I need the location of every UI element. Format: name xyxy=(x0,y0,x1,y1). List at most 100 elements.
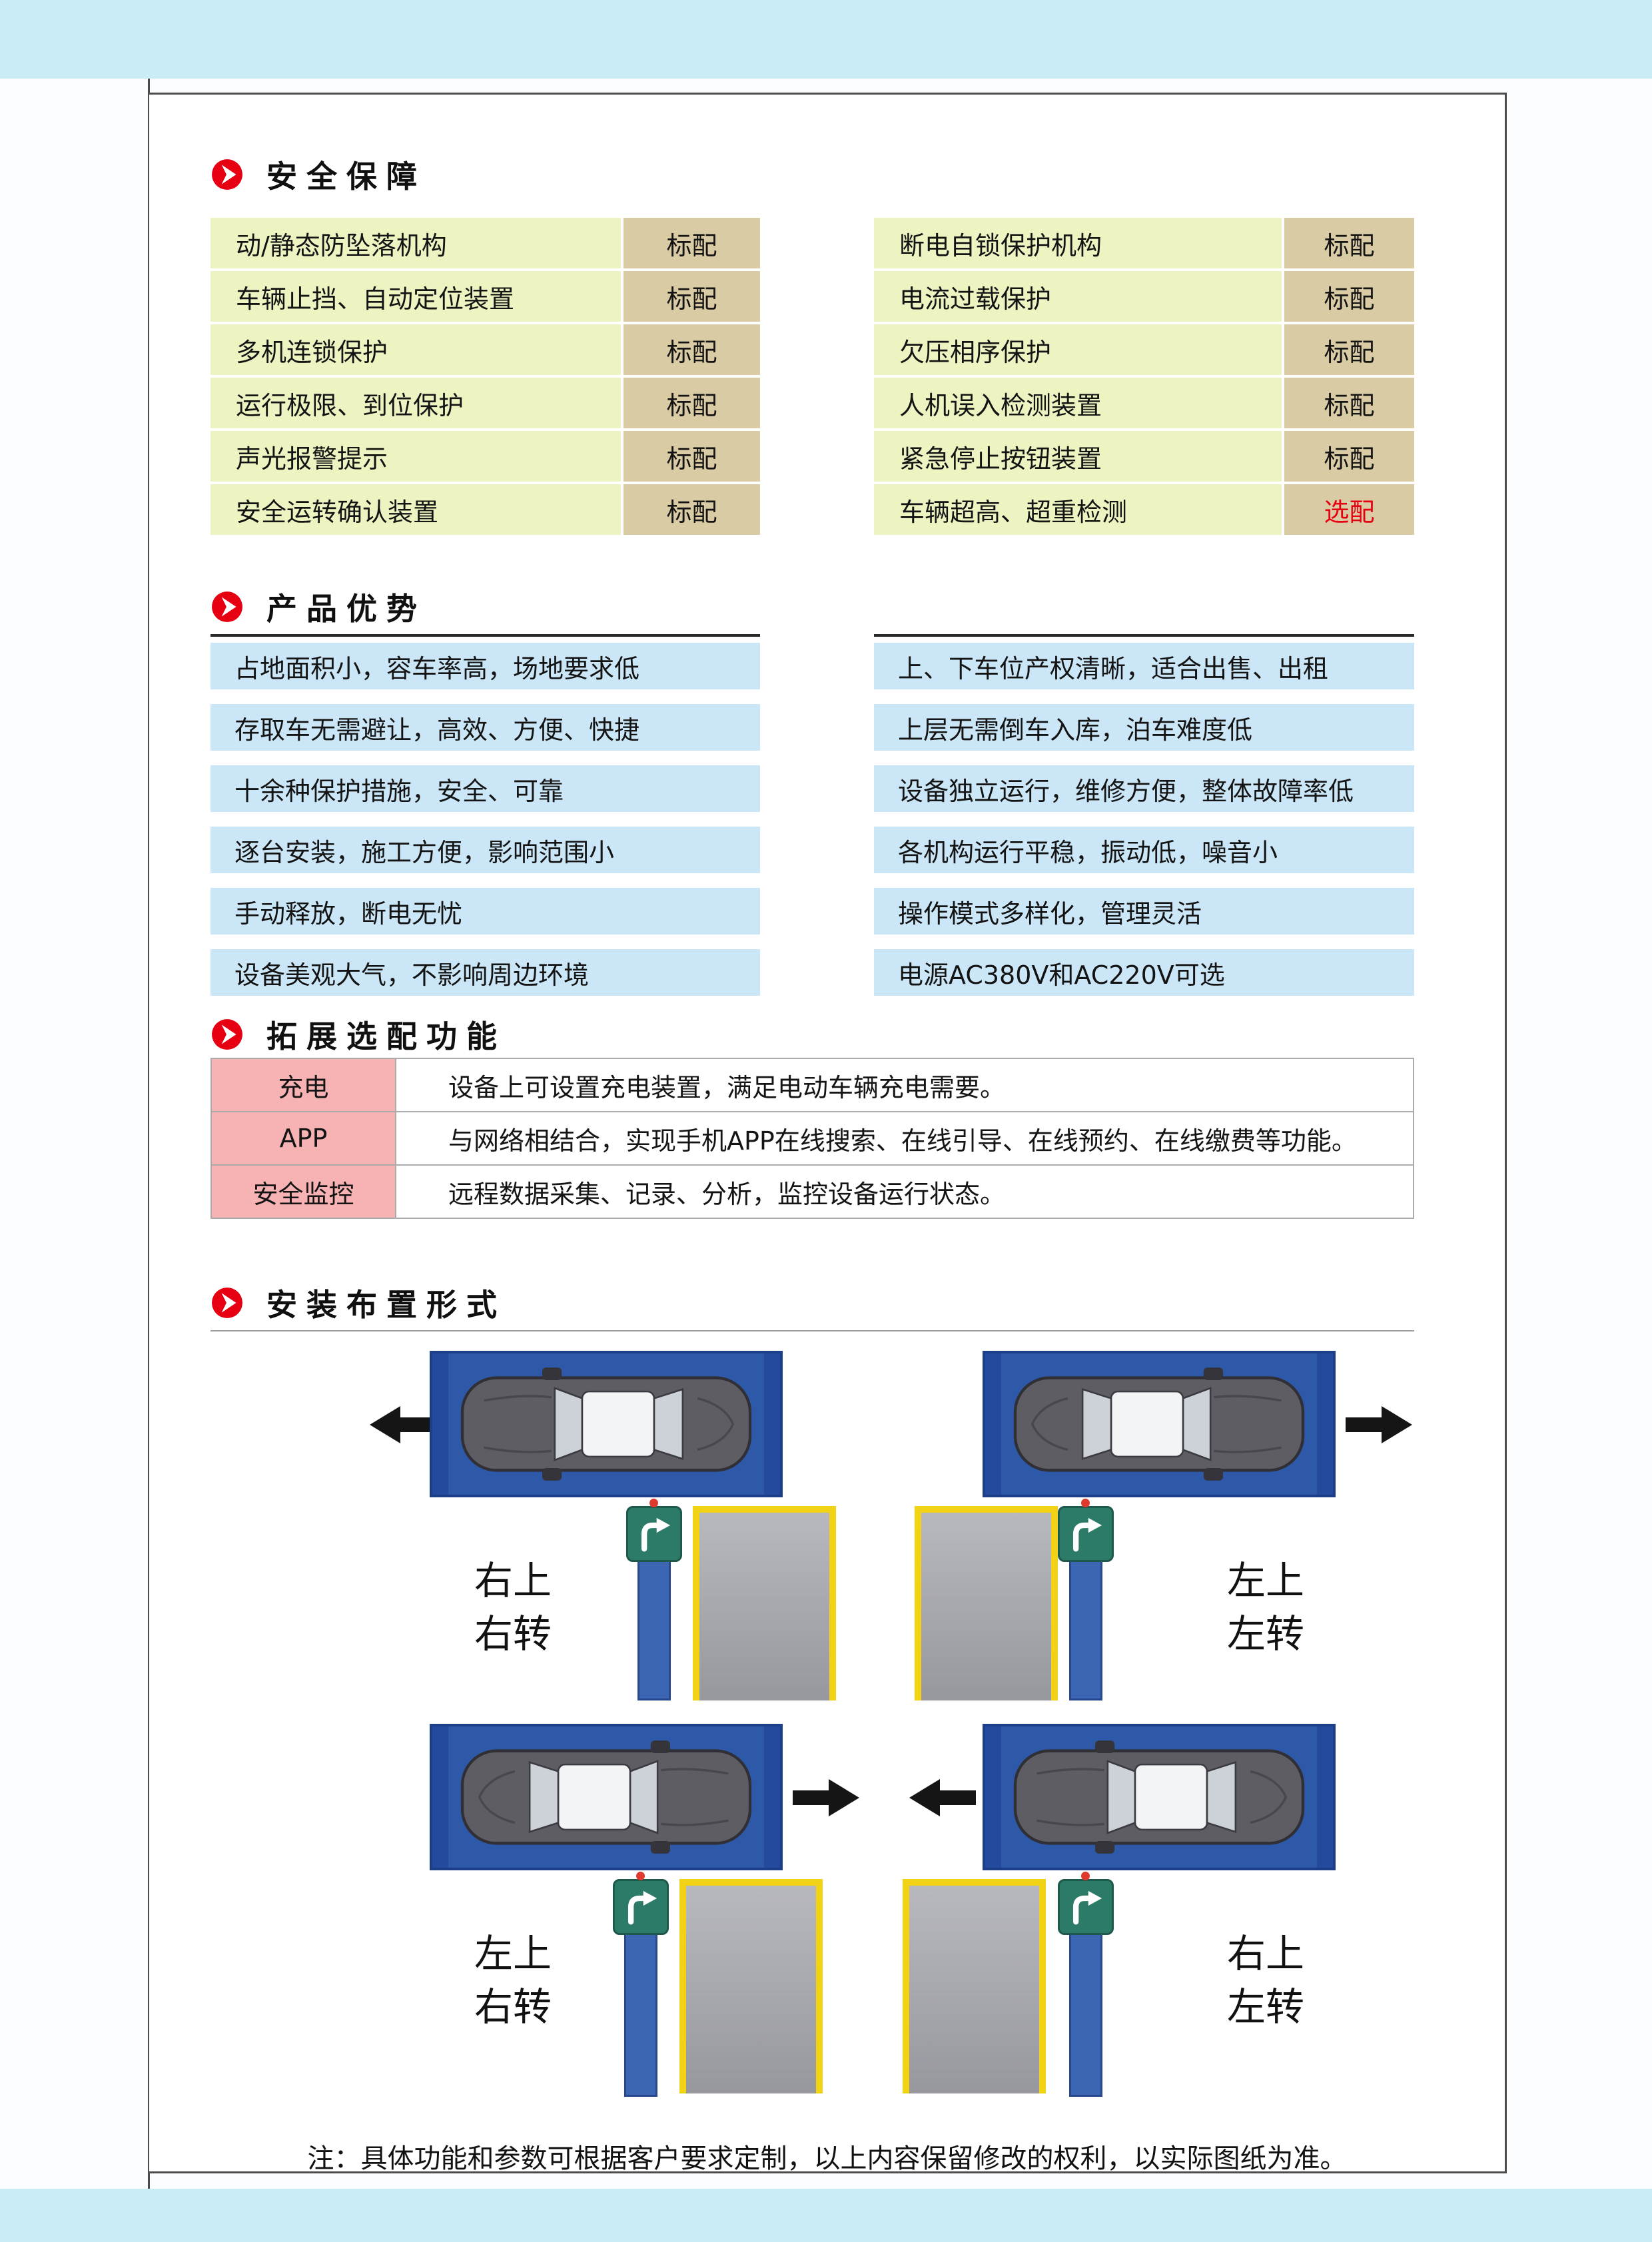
diagram-label-line1: 右上 xyxy=(1226,1931,1304,1976)
section-arrow-icon xyxy=(210,158,244,191)
platform-end xyxy=(432,1353,448,1495)
platform-end xyxy=(985,1353,1001,1495)
feature-value: 标配 xyxy=(1284,271,1414,322)
guide-sign-icon xyxy=(1058,1499,1114,1562)
optional-function-label: 充电 xyxy=(212,1059,396,1111)
content-frame: 安全保障 动/静态防坠落机构 标配 车辆止挡、自动定位装置 标配 多机连锁保护 … xyxy=(149,93,1507,2174)
feature-value: 标配 xyxy=(1284,218,1414,268)
diagram-label: 左上 右转 xyxy=(440,1927,586,2034)
advantage-item: 设备独立运行，维修方便，整体故障率低 xyxy=(874,765,1414,812)
section-rule xyxy=(210,1330,1414,1331)
footer-note: 注：具体功能和参数可根据客户要求定制，以上内容保留修改的权利，以实际图纸为准。 xyxy=(307,2143,1347,2174)
advantage-item: 逐台安装，施工方便，影响范围小 xyxy=(210,827,760,873)
section-arrow-icon xyxy=(210,1286,244,1319)
feature-label: 多机连锁保护 xyxy=(210,324,621,375)
diagram-label-line1: 左上 xyxy=(1226,1558,1304,1603)
sign-arrow-icon xyxy=(1060,1881,1112,1933)
table-row: APP 与网络相结合，实现手机APP在线搜索、在线引导、在线预约、在线缴费等功能… xyxy=(212,1111,1413,1164)
platform-end xyxy=(985,1726,1001,1868)
layout-diagram-4: 右上 左转 xyxy=(895,1720,1501,2146)
section-title-advantages: 产品优势 xyxy=(266,591,426,627)
platform-end xyxy=(764,1726,780,1868)
platform-end xyxy=(1317,1726,1333,1868)
optional-function-desc: 设备上可设置充电装置，满足电动车辆充电需要。 xyxy=(448,1072,1006,1102)
optional-function-label: APP xyxy=(212,1112,396,1164)
advantage-item: 上、下车位产权清晰，适合出售、出租 xyxy=(874,643,1414,689)
car-top-view-icon xyxy=(450,1364,763,1484)
lift-column xyxy=(1069,1557,1102,1700)
direction-arrow-right-icon xyxy=(793,1779,859,1816)
advantage-item: 各机构运行平稳，振动低，噪音小 xyxy=(874,827,1414,873)
diagram-label-line1: 右上 xyxy=(474,1558,552,1603)
bottom-color-band xyxy=(0,2189,1652,2242)
feature-value-optional: 选配 xyxy=(1284,484,1414,535)
safety-table-left: 动/静态防坠落机构 标配 车辆止挡、自动定位装置 标配 多机连锁保护 标配 运行… xyxy=(210,218,760,535)
feature-value: 标配 xyxy=(623,484,760,535)
diagram-label: 右上 右转 xyxy=(440,1554,586,1661)
diagram-label: 右上 左转 xyxy=(1192,1927,1339,2034)
advantage-item: 十余种保护措施，安全、可靠 xyxy=(210,765,760,812)
direction-arrow-right-icon xyxy=(1346,1406,1412,1443)
top-color-band xyxy=(0,0,1652,79)
car-top-view-icon xyxy=(1003,1737,1316,1857)
car-top-view-icon xyxy=(1003,1364,1316,1484)
feature-value: 标配 xyxy=(623,324,760,375)
feature-value: 标配 xyxy=(623,218,760,268)
feature-value: 标配 xyxy=(623,378,760,428)
lift-column xyxy=(637,1557,671,1700)
platform-end xyxy=(1317,1353,1333,1495)
diagram-label-line2: 左转 xyxy=(1226,1984,1304,2030)
section-header-optional-functions: 拓展选配功能 xyxy=(210,1016,506,1054)
lift-column xyxy=(624,1930,657,2097)
diagram-label: 左上 左转 xyxy=(1192,1554,1339,1661)
platform-end xyxy=(432,1726,448,1868)
diagram-label-line2: 右转 xyxy=(474,1984,552,2030)
platform-end xyxy=(764,1353,780,1495)
section-arrow-icon xyxy=(210,1018,244,1051)
lift-column xyxy=(1069,1930,1102,2097)
diagram-label-line2: 右转 xyxy=(474,1611,552,1657)
feature-label: 声光报警提示 xyxy=(210,431,621,482)
layout-diagram-2: 左上 左转 xyxy=(909,1347,1515,1720)
optional-function-desc: 远程数据采集、记录、分析，监控设备运行状态。 xyxy=(448,1179,1006,1209)
table-row: 充电 设备上可设置充电装置，满足电动车辆充电需要。 xyxy=(212,1059,1413,1111)
diagram-label-line1: 左上 xyxy=(474,1931,552,1976)
optional-function-label: 安全监控 xyxy=(212,1166,396,1218)
parking-ramp xyxy=(903,1879,1046,2093)
section-header-advantages: 产品优势 xyxy=(210,588,426,627)
feature-label: 电流过载保护 xyxy=(874,271,1282,322)
feature-value: 标配 xyxy=(1284,324,1414,375)
feature-value: 标配 xyxy=(623,271,760,322)
advantages-column-left: 占地面积小，容车率高，场地要求低 存取车无需避让，高效、方便、快捷 十余种保护措… xyxy=(210,634,760,996)
parking-ramp xyxy=(915,1506,1058,1700)
direction-arrow-left-icon xyxy=(909,1779,976,1816)
feature-value: 标配 xyxy=(1284,378,1414,428)
car-top-view-icon xyxy=(450,1737,763,1857)
advantage-item: 上层无需倒车入库，泊车难度低 xyxy=(874,704,1414,751)
feature-label: 车辆止挡、自动定位装置 xyxy=(210,271,621,322)
diagram-label-line2: 左转 xyxy=(1226,1611,1304,1657)
feature-label: 紧急停止按钮装置 xyxy=(874,431,1282,482)
section-arrow-icon xyxy=(210,590,244,623)
advantage-item: 电源AC380V和AC220V可选 xyxy=(874,949,1414,996)
section-title-optional-functions: 拓展选配功能 xyxy=(266,1018,506,1054)
parking-ramp xyxy=(679,1879,823,2093)
advantage-item: 存取车无需避让，高效、方便、快捷 xyxy=(210,704,760,751)
page-left-rule xyxy=(148,79,150,2189)
feature-label: 车辆超高、超重检测 xyxy=(874,484,1282,535)
sign-arrow-icon xyxy=(615,1881,667,1933)
advantage-item: 手动释放，断电无忧 xyxy=(210,888,760,934)
sign-arrow-icon xyxy=(628,1508,680,1560)
section-header-installation: 安装布置形式 xyxy=(210,1284,506,1323)
section-title-installation: 安装布置形式 xyxy=(266,1287,506,1323)
feature-value: 标配 xyxy=(623,431,760,482)
feature-label: 动/静态防坠落机构 xyxy=(210,218,621,268)
safety-table-right: 断电自锁保护机构 标配 电流过载保护 标配 欠压相序保护 标配 人机误入检测装置… xyxy=(874,218,1414,535)
feature-label: 安全运转确认装置 xyxy=(210,484,621,535)
advantage-item: 操作模式多样化，管理灵活 xyxy=(874,888,1414,934)
optional-function-desc: 与网络相结合，实现手机APP在线搜索、在线引导、在线预约、在线缴费等功能。 xyxy=(448,1126,1357,1156)
direction-arrow-left-icon xyxy=(370,1406,436,1443)
feature-value: 标配 xyxy=(1284,431,1414,482)
advantages-column-right: 上、下车位产权清晰，适合出售、出租 上层无需倒车入库，泊车难度低 设备独立运行，… xyxy=(874,634,1414,996)
layout-diagram-3: 左上 右转 xyxy=(369,1720,975,2146)
